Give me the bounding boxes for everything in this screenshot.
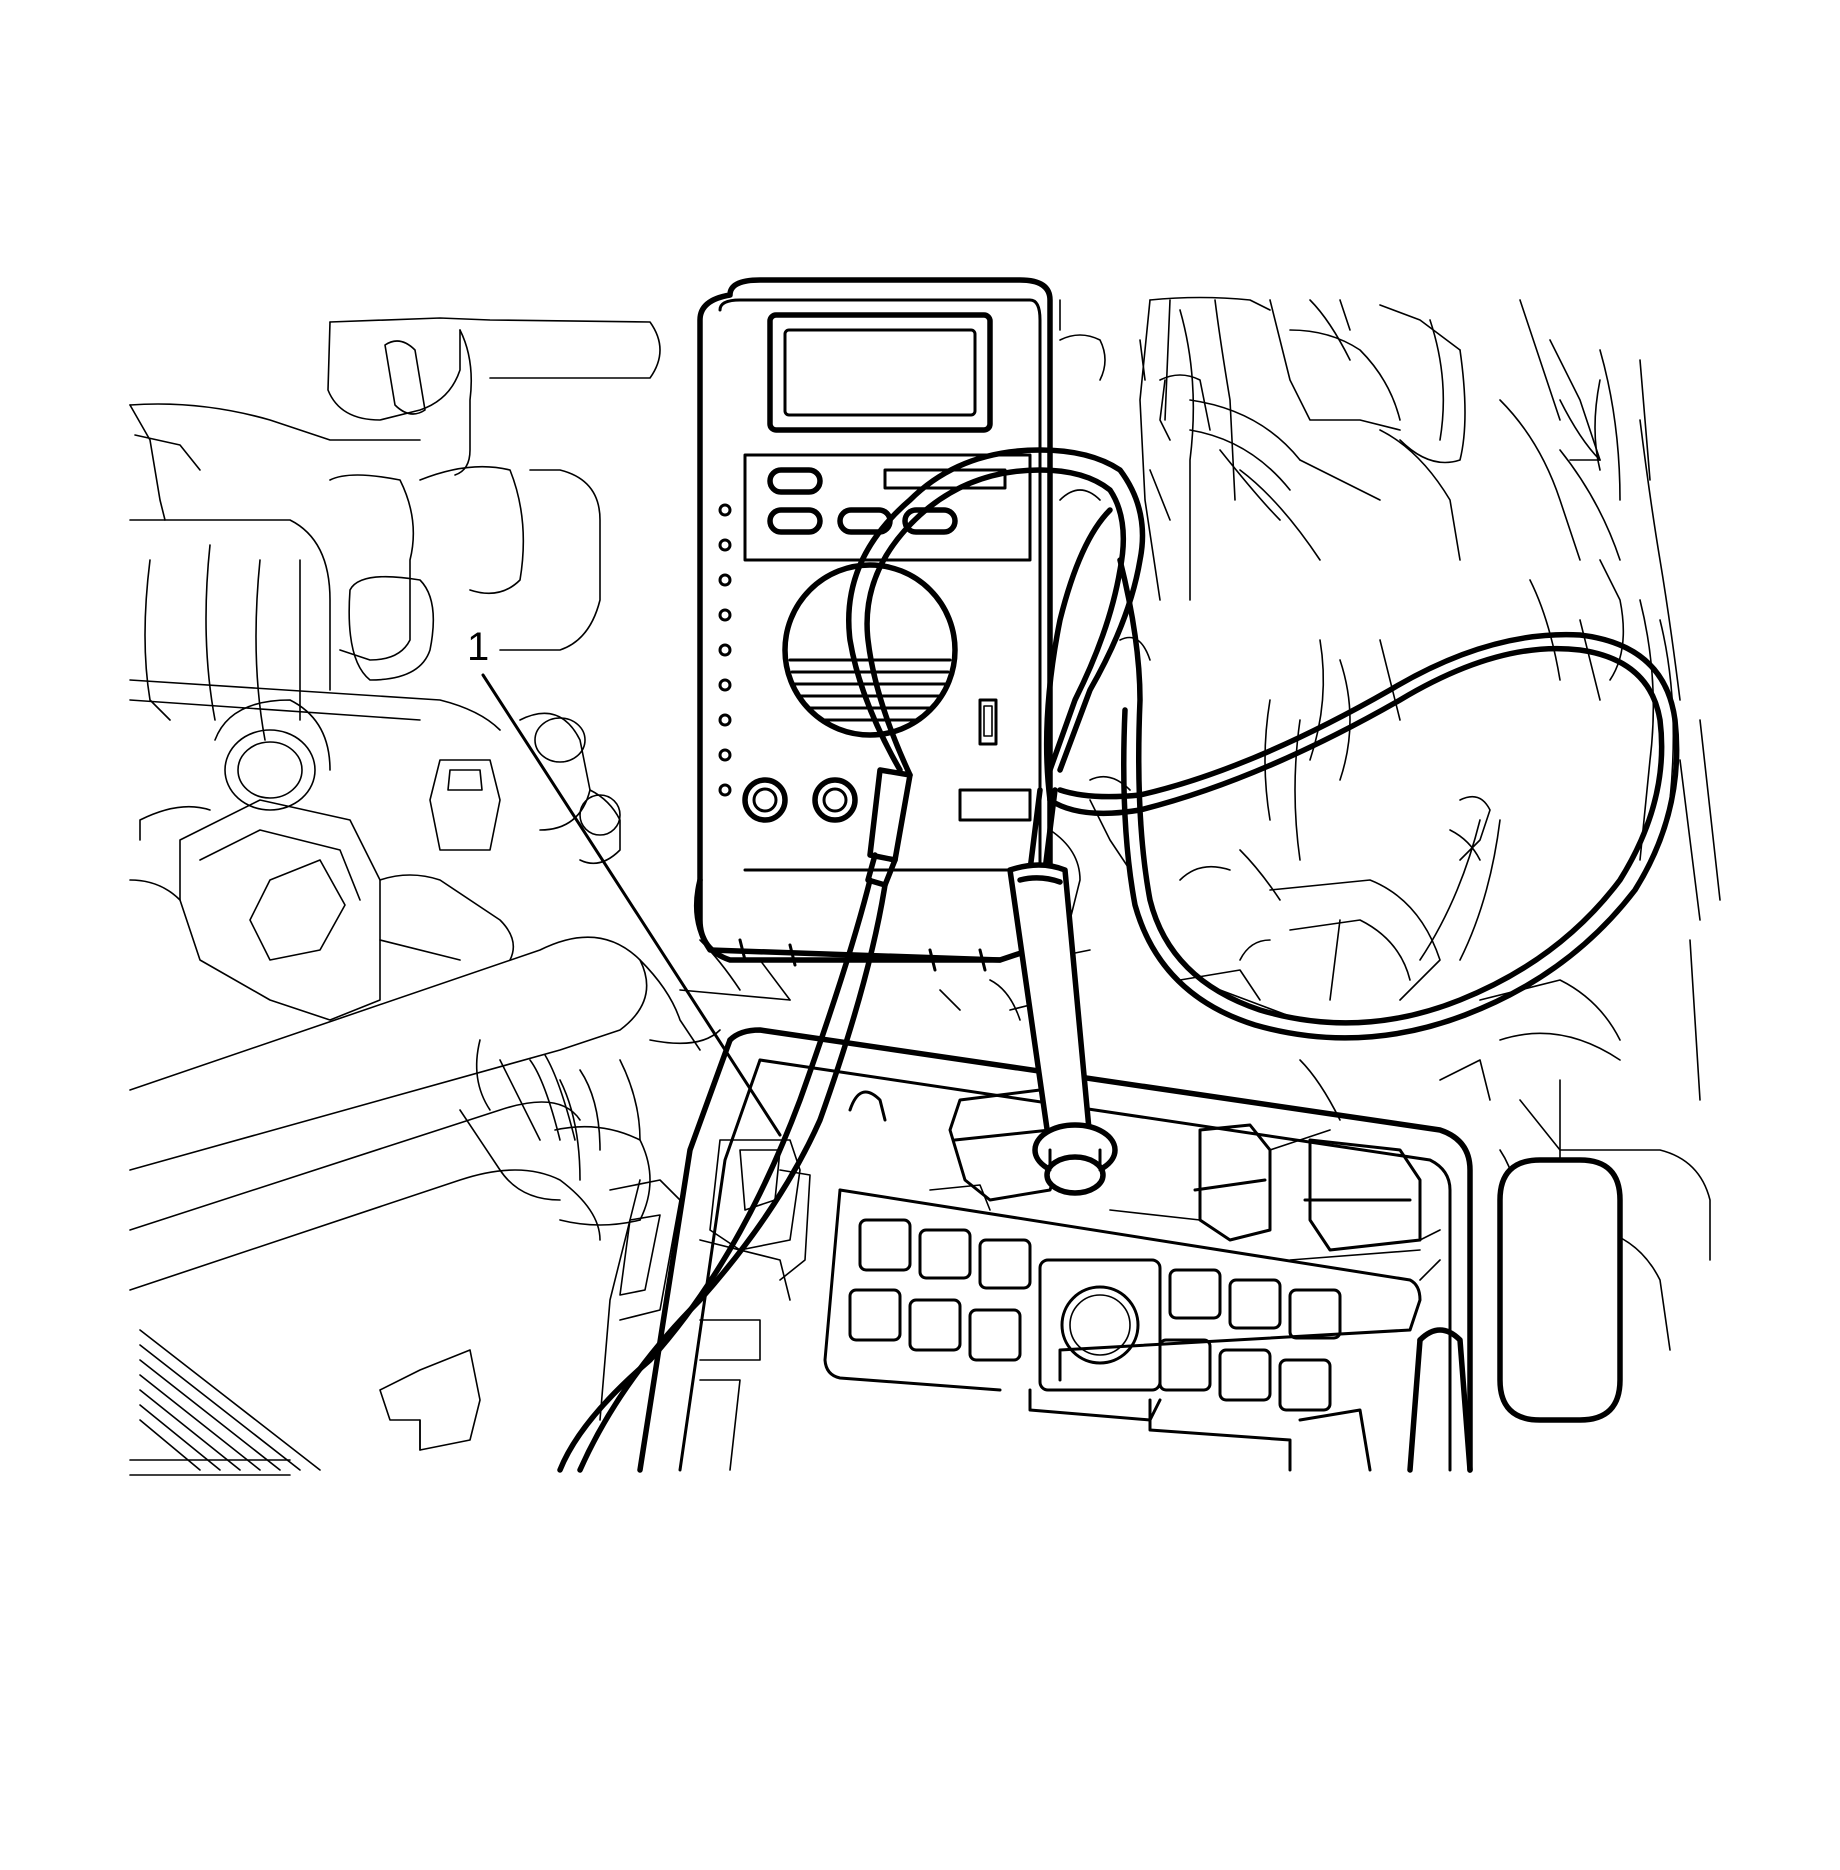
input-jack [812, 777, 858, 823]
digital-multimeter [693, 277, 1053, 972]
test-leads [557, 447, 1680, 1473]
callout-leader-line-1 [481, 673, 782, 1137]
rotary-dial [782, 562, 958, 738]
callout-label-1: 1 [467, 625, 489, 669]
callout-1: 1 [467, 625, 782, 1137]
com-jack [742, 777, 788, 823]
engine-bay-background [129, 296, 1721, 1476]
range-indicator-dots [718, 503, 732, 797]
fuse-grid [848, 1218, 1342, 1412]
fuse-relay-box [599, 1027, 1623, 1473]
